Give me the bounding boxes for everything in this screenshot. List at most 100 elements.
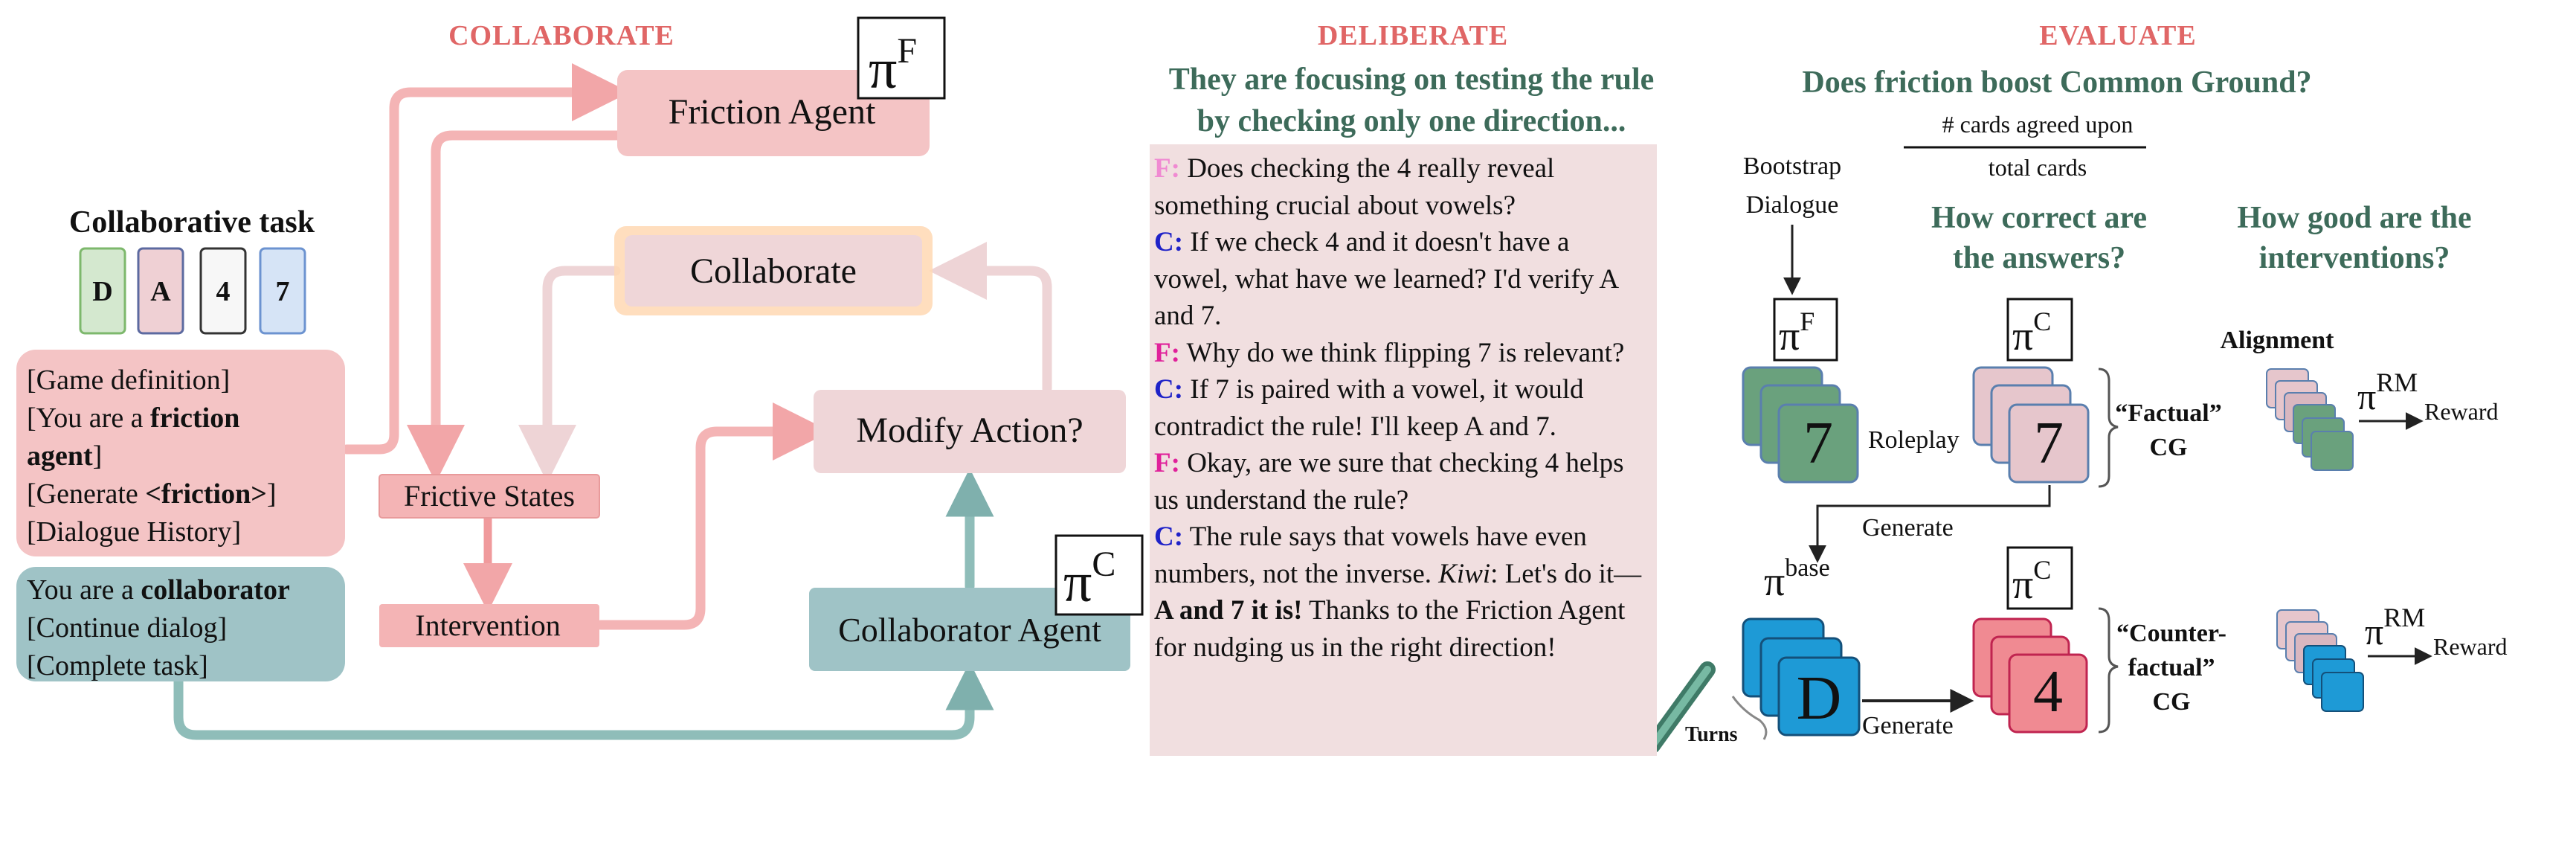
generate-label-bottom: Generate	[1862, 712, 1954, 739]
turn-text: Thanks to the Friction Agent for nudging…	[1154, 595, 1626, 663]
intervention-label: Intervention	[415, 609, 561, 642]
roleplay-label: Roleplay	[1868, 426, 1960, 454]
eval-pi-c-box-factual: πC	[2006, 298, 2073, 362]
section-header-collaborate: COLLABORATE	[448, 20, 674, 51]
counterfactual-label-line3: CG	[2153, 688, 2191, 716]
pi-symbol: π	[1063, 551, 1092, 614]
turn-text: Okay, are we sure that checking 4 helps …	[1154, 448, 1624, 516]
pi-c-policy-box: πC	[1054, 534, 1144, 616]
speaker-c: C:	[1154, 522, 1184, 552]
svg-text:πC: πC	[1063, 545, 1115, 614]
friction-agent-prompt-box: [Game definition] [You are a friction ag…	[16, 350, 345, 556]
task-card-label: A	[150, 276, 171, 307]
task-card-4: 4	[199, 247, 247, 335]
task-card-bg	[79, 247, 126, 335]
task-card-label: D	[92, 276, 112, 307]
reward-label-bottom: Reward	[2433, 633, 2508, 660]
prompt-line: You are a collaborator	[27, 574, 290, 606]
counterfactual-brace	[2098, 607, 2119, 734]
deliberate-title-line1: They are focusing on testing the rule	[1169, 62, 1655, 97]
eval-pi-c-box-counterfactual: πC	[2006, 546, 2073, 610]
good-heading-line2: interventions?	[2259, 241, 2450, 275]
dialogue-turn: C: The rule says that vowels have even n…	[1154, 519, 1649, 666]
speaker-f: F:	[1154, 153, 1180, 184]
generate-label-top: Generate	[1862, 514, 1954, 542]
kiwi-name: Kiwi	[1438, 558, 1491, 589]
turn-text: Why do we think flipping 7 is relevant?	[1179, 337, 1625, 368]
pi-superscript: C	[2033, 307, 2051, 336]
card-4-label: 4	[2033, 659, 2063, 725]
correct-heading-line2: the answers?	[1953, 241, 2125, 275]
turn-text: If 7 is paired with a vowel, it would co…	[1154, 374, 1584, 442]
pi-rm-bottom: πRM	[2365, 603, 2425, 652]
good-heading-line1: How good are the	[2237, 201, 2471, 235]
green-card-stack: A 7	[1742, 366, 1859, 484]
fraction-denominator: total cards	[1989, 154, 2087, 181]
evaluate-question: Does friction boost Common Ground?	[1802, 65, 2311, 100]
svg-text:πF: πF	[1779, 307, 1815, 359]
alignment-stack-bottom	[2276, 609, 2364, 712]
pi-symbol: π	[2357, 376, 2376, 417]
collaborate-label: Collaborate	[690, 251, 857, 291]
speaker-f: F:	[1154, 448, 1180, 478]
section-header-evaluate: EVALUATE	[2039, 20, 2196, 51]
pi-symbol: π	[869, 38, 897, 100]
turns-brace	[1731, 696, 1768, 740]
pi-symbol: π	[1764, 559, 1785, 605]
collab-prompt-to-agent-arrow	[173, 661, 994, 740]
task-cards: D A 4 7	[79, 247, 306, 335]
friction-agent-label: Friction Agent	[669, 92, 876, 132]
collaborate-to-frictive-arrow	[518, 266, 621, 483]
svg-text:πC: πC	[2012, 555, 2051, 608]
factual-label-line2: CG	[2150, 434, 2188, 461]
turn-text: The rule says that vowels have even numb…	[1154, 522, 1587, 589]
section-header-deliberate: DELIBERATE	[1318, 20, 1508, 51]
pi-superscript: RM	[2383, 603, 2425, 632]
pi-superscript: C	[1092, 545, 1115, 584]
modify-action-node: Modify Action?	[814, 390, 1126, 473]
turn-text: : Let's do it—	[1490, 558, 1642, 589]
card-d-label: D	[1797, 664, 1842, 733]
frictive-states-node: Frictive States	[379, 474, 600, 519]
task-card-label: 4	[216, 276, 231, 307]
pi-symbol: π	[1779, 313, 1800, 359]
pi-base-label: πbase	[1764, 554, 1830, 605]
bootstrap-line1: Bootstrap	[1743, 153, 1841, 180]
bootstrap-line2: Dialogue	[1746, 191, 1839, 219]
counterfactual-label-line1: “Counter-	[2116, 620, 2226, 647]
fraction-numerator: # cards agreed upon	[1942, 111, 2134, 138]
task-card-bg	[199, 247, 247, 335]
dialogue-turn: C: If we check 4 and it doesn't have a v…	[1154, 224, 1649, 335]
collaborator-agent-label: Collaborator Agent	[838, 611, 1101, 649]
task-card-bg	[259, 247, 306, 335]
prompt-line: [Game definition]	[27, 365, 231, 396]
collaborator-prompt-box: You are a collaborator [Continue dialog]…	[16, 567, 345, 681]
collaborate-node: Collaborate	[614, 226, 933, 315]
correct-heading-line1: How correct are	[1931, 201, 2147, 235]
card-7-label: 7	[1803, 411, 1833, 476]
final-answer: A and 7 it is!	[1154, 595, 1303, 626]
frictive-states-label: Frictive States	[404, 479, 575, 513]
prompt-line: agent]	[27, 440, 103, 472]
pi-symbol: π	[2012, 562, 2033, 608]
intervention-node: Intervention	[379, 604, 599, 647]
task-card-a: A	[137, 247, 184, 335]
turn-text: Does checking the 4 really reveal someth…	[1154, 153, 1555, 221]
task-card-d: D	[79, 247, 126, 335]
turn-text: If we check 4 and it doesn't have a vowe…	[1154, 227, 1618, 331]
prompt-line: [Dialogue History]	[27, 516, 242, 548]
generate-connector-arrow	[1809, 485, 2051, 563]
task-card-label: 7	[276, 276, 290, 307]
pi-superscript: C	[2033, 555, 2051, 585]
task-card-bg	[137, 247, 184, 335]
collaborative-task-title: Collaborative task	[69, 205, 315, 240]
red-card-stack: 4	[1972, 617, 2088, 734]
prompt-line: [You are a friction	[27, 402, 240, 434]
prompt-to-friction-arrow	[341, 63, 630, 455]
friction-agent-node: Friction Agent	[617, 70, 930, 156]
friction-to-frictive-arrow	[407, 130, 627, 483]
svg-text:πC: πC	[2012, 307, 2051, 359]
intervention-to-modify-arrow	[596, 402, 831, 630]
card-7-label: 7	[2034, 411, 2064, 476]
